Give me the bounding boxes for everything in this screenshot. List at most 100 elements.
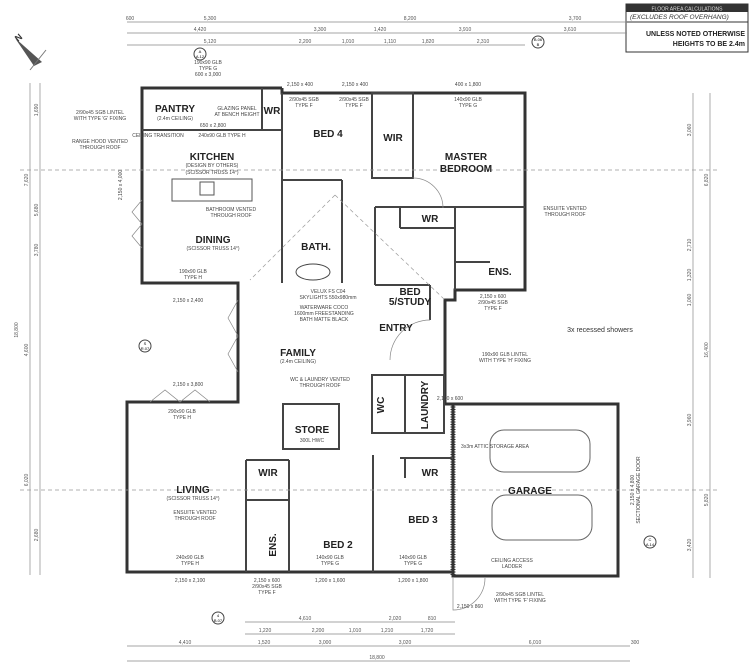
annotation: SKYLIGHTS 550x980mm	[300, 295, 357, 301]
annotation: 2/90x45 SGB LINTEL	[496, 592, 544, 598]
dim-text: 1,520	[258, 640, 271, 646]
dim-text: 1,690	[34, 104, 40, 117]
annotation: ENSUITE VENTED	[543, 206, 587, 212]
section-marker-text: R.07	[141, 346, 150, 351]
room-wr-bed3: WR	[422, 468, 439, 479]
right-dimensions: 3,060 6,820 2,710 1,320 1,060 16,400 3,9…	[687, 93, 711, 578]
room-laundry: LAUNDRY	[420, 380, 431, 429]
annotation: CEILING ACCESS	[491, 558, 533, 564]
room-sub: (DESIGN BY OTHERS)	[186, 163, 239, 169]
left-dimensions: 1,690 7,620 5,680 3,780 18,800 4,600 6,0…	[14, 83, 41, 575]
annotation: 2/90x45 SGB	[289, 97, 319, 103]
annotation-recessed-showers: 3x recessed showers	[567, 327, 633, 334]
dim-text: 3,060	[687, 124, 693, 137]
north-arrow-icon: N	[13, 32, 47, 71]
room-bed5-1: BED	[399, 287, 420, 298]
bathtub-icon	[295, 263, 331, 281]
room-labels: PANTRY (2.4m CEILING) WR KITCHEN (DESIGN…	[155, 104, 552, 557]
annotation: LADDER	[502, 564, 523, 570]
section-marker-text: B	[537, 42, 540, 47]
room-store: STORE	[295, 425, 330, 436]
annotation: 140x90 GLB	[399, 555, 427, 561]
annotation: 2,150 x 600	[480, 294, 506, 300]
annotation: THROUGH ROOF	[174, 516, 215, 522]
annotation: TYPE H	[173, 415, 191, 421]
annotation: 290x90 GLB	[168, 409, 196, 415]
dim-text: 5,680	[34, 204, 40, 217]
section-marker-text: S	[144, 341, 147, 346]
annotation: TYPE H	[184, 275, 202, 281]
dim-text: 1,820	[422, 39, 435, 45]
dim-text: 3,780	[34, 244, 40, 257]
dim-text: 3,910	[459, 27, 472, 33]
dim-text: 1,010	[349, 628, 362, 634]
dim-text: 3,300	[314, 27, 327, 33]
dim-text: 4,600	[24, 344, 30, 357]
annotation: TYPE F	[258, 590, 276, 596]
annotation: 2,150 x 400	[342, 82, 368, 88]
dim-text: 4,410	[179, 640, 192, 646]
annotation: WATERWARE COCO	[300, 305, 349, 311]
annotation: TYPE F	[345, 103, 363, 109]
room-wir-bed2: WIR	[258, 468, 278, 479]
dim-text: 5,820	[704, 494, 710, 507]
annotation: 2/90x45 SGB	[339, 97, 369, 103]
annotation: TYPE G	[321, 561, 339, 567]
top-dimensions: 600 5,300 8,200 3,700 4,420 3,300 1,420 …	[126, 16, 627, 46]
dim-text: 3,020	[399, 640, 412, 646]
room-sub: (2.4m CEILING)	[280, 359, 316, 365]
room-sub: (2.4m CEILING)	[157, 116, 193, 122]
annotation: 400 x 1,800	[455, 82, 481, 88]
annotation: GLAZING PANEL	[217, 106, 257, 112]
annotation: AT BENCH HEIGHT	[214, 112, 259, 118]
dim-text: 6,010	[529, 640, 542, 646]
annotation: 2,150 x 860	[457, 604, 483, 610]
guide-lines	[20, 169, 720, 491]
annotation: 2,150 x 3,800	[173, 382, 204, 388]
annotation: TYPE F	[295, 103, 313, 109]
dim-text: 18,800	[14, 322, 20, 338]
annotation: BATH MATTE BLACK	[300, 317, 349, 323]
annotation: ENSUITE VENTED	[173, 510, 217, 516]
dim-text: 1,060	[687, 294, 693, 307]
room-wr-bed4: WR	[264, 106, 281, 117]
annotation: WITH TYPE 'F' FIXING	[494, 598, 546, 604]
annotation: 140x90 GLB	[316, 555, 344, 561]
room-dining: DINING	[196, 235, 231, 246]
annotation: 2,150 x 400	[287, 82, 313, 88]
dim-text: 3,960	[687, 414, 693, 427]
dim-text: 8,200	[404, 16, 417, 22]
section-marker-text: C	[649, 537, 652, 542]
annotation: 650 x 2,800	[200, 123, 226, 129]
annotation: TYPE G	[199, 66, 217, 72]
room-living: LIVING	[176, 485, 210, 496]
kitchen-island	[171, 178, 253, 202]
interior-walls	[142, 88, 525, 572]
room-ens-master: ENS.	[488, 267, 512, 278]
annotation: 2/90x45 SGB LINTEL	[76, 110, 124, 116]
dim-text: 5,300	[204, 16, 217, 22]
room-bed4: BED 4	[313, 129, 343, 140]
room-family: FAMILY	[280, 348, 316, 359]
dim-text: 2,710	[687, 239, 693, 252]
room-sub: (SCISSOR TRUSS 14°)	[185, 170, 238, 176]
bifold-door-icon	[131, 199, 239, 403]
annotation: 190x90 GLB	[194, 60, 222, 66]
dim-text: 1,720	[421, 628, 434, 634]
dim-text: 1,010	[342, 39, 355, 45]
dim-text: 2,310	[477, 39, 490, 45]
annotation: 1,200 x 1,800	[398, 578, 429, 584]
annotation: 190x90 GLB	[179, 269, 207, 275]
car-icon	[489, 429, 593, 541]
annotation: VELUX FS C04	[311, 289, 346, 295]
dim-text: 2,200	[299, 39, 312, 45]
room-pantry: PANTRY	[155, 104, 195, 115]
notes-header: FLOOR AREA CALCULATIONS	[651, 7, 723, 13]
dim-text: 600	[126, 16, 135, 22]
dim-text: 6,020	[24, 474, 30, 487]
room-garage: GARAGE	[508, 486, 552, 497]
room-master-2: BEDROOM	[440, 164, 492, 175]
room-sub: 300L HWC	[300, 438, 325, 444]
room-sub: (SCISSOR TRUSS 14°)	[186, 246, 239, 252]
dim-total: 18,800	[369, 655, 385, 661]
